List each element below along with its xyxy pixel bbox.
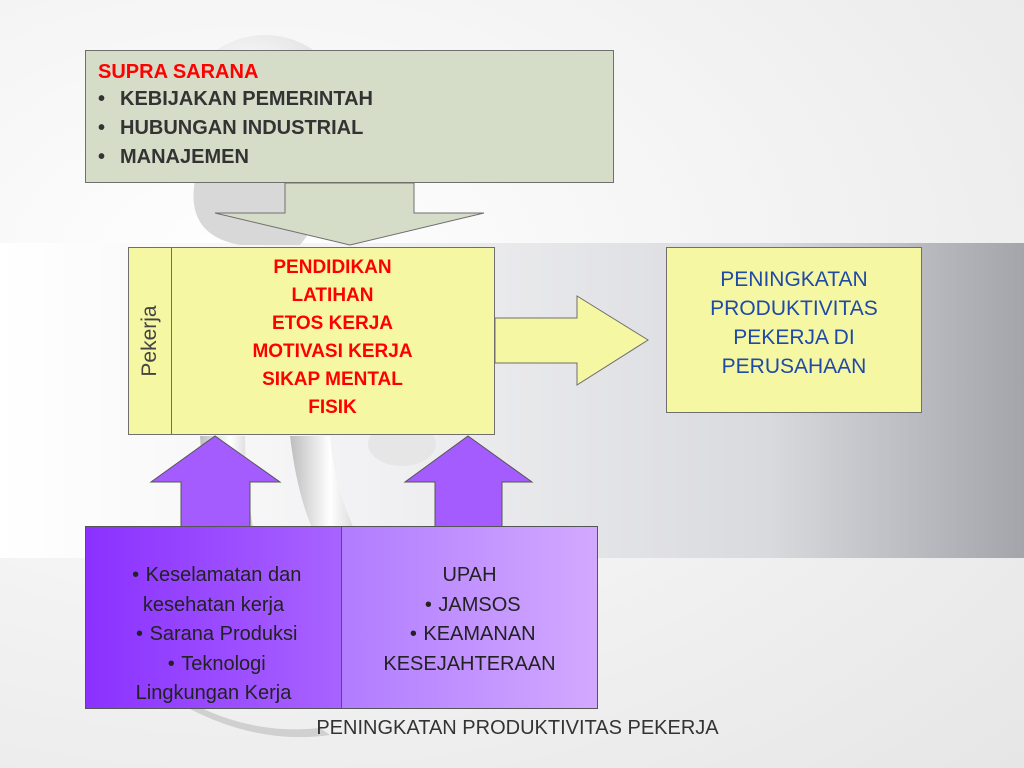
figure-foot xyxy=(190,705,330,738)
factor-item: SIKAP MENTAL xyxy=(262,369,403,390)
left-support-box: Keselamatan dan kesehatan kerja Sarana P… xyxy=(85,526,342,709)
result-box: PENINGKATAN PRODUKTIVITAS PEKERJA DI PER… xyxy=(666,247,922,413)
pekerja-factor-list: PENDIDIKAN LATIHAN ETOS KERJA MOTIVASI K… xyxy=(171,254,494,422)
left-support-list: Keselamatan dan kesehatan kerja Sarana P… xyxy=(86,561,341,709)
right-support-item: JAMSOS xyxy=(342,591,597,621)
supra-sarana-item: MANAJEMEN xyxy=(98,143,601,172)
factor-item: FISIK xyxy=(308,397,357,418)
bottom-caption: PENINGKATAN PRODUKTIVITAS PEKERJA xyxy=(316,717,719,739)
pekerja-side-panel: Pekerja xyxy=(129,248,172,434)
left-support-item: Keselamatan dan xyxy=(86,561,341,591)
down-arrow xyxy=(214,182,485,246)
left-support-item: Teknologi xyxy=(86,650,341,680)
supra-sarana-item: KEBIJAKAN PEMERINTAH xyxy=(98,85,601,114)
up-arrow-right xyxy=(403,435,534,528)
right-support-item: KEAMANAN xyxy=(342,620,597,650)
supra-sarana-item: HUBUNGAN INDUSTRIAL xyxy=(98,114,601,143)
right-support-box: UPAH JAMSOS KEAMANAN KESEJAHTERAAN xyxy=(341,526,598,709)
supra-sarana-box: SUPRA SARANA KEBIJAKAN PEMERINTAH HUBUNG… xyxy=(85,50,614,183)
result-line: PRODUKTIVITAS xyxy=(710,297,878,320)
result-line: PENINGKATAN xyxy=(720,268,868,291)
right-support-item: KESEJAHTERAAN xyxy=(383,652,556,675)
pekerja-label: Pekerja xyxy=(138,305,161,377)
pekerja-factors-box: Pekerja PENDIDIKAN LATIHAN ETOS KERJA MO… xyxy=(128,247,495,435)
left-support-item: Lingkungan Kerja xyxy=(135,682,292,704)
up-arrow-left xyxy=(149,435,282,528)
factor-item: LATIHAN xyxy=(291,285,374,306)
right-support-item: UPAH xyxy=(442,564,497,586)
supra-sarana-title: SUPRA SARANA xyxy=(98,61,259,83)
factor-item: MOTIVASI KERJA xyxy=(252,341,413,362)
left-support-item: kesehatan kerja xyxy=(142,593,285,616)
left-support-item: Sarana Produksi xyxy=(86,620,341,650)
right-arrow xyxy=(494,295,649,386)
factor-item: PENDIDIKAN xyxy=(273,257,392,278)
supra-sarana-list: KEBIJAKAN PEMERINTAH HUBUNGAN INDUSTRIAL… xyxy=(98,85,601,172)
result-line: PERUSAHAAN xyxy=(721,355,867,378)
result-line: PEKERJA DI xyxy=(733,326,855,349)
factor-item: ETOS KERJA xyxy=(271,313,394,334)
right-support-list: UPAH JAMSOS KEAMANAN KESEJAHTERAAN xyxy=(342,561,597,679)
